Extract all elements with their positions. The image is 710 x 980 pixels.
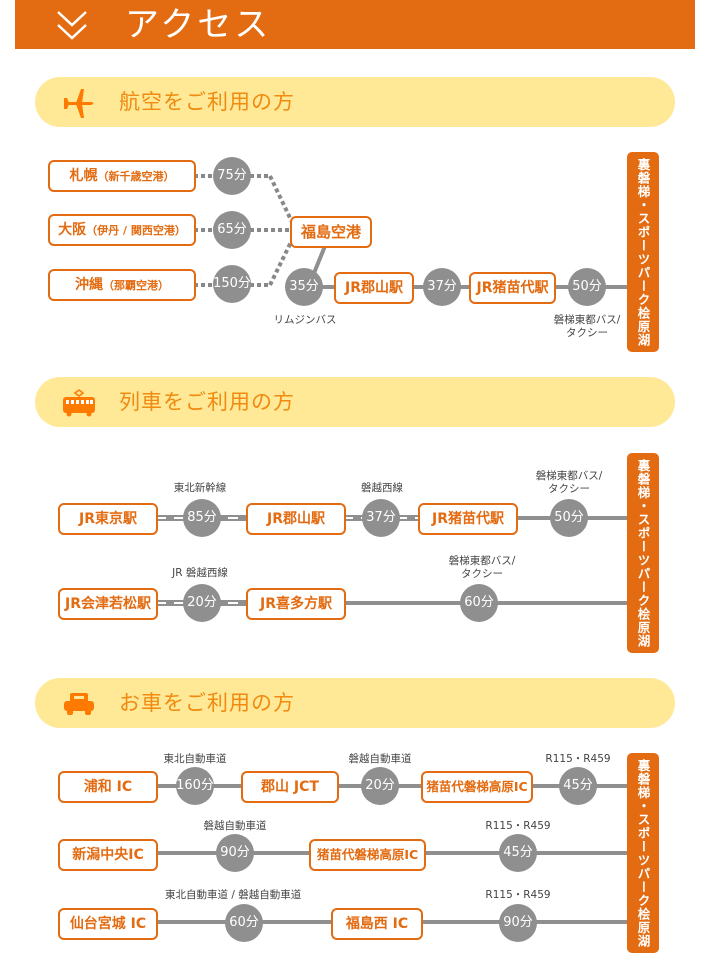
section-title: お車をご利用の方 [119, 691, 295, 715]
jct-koriyama: 郡山 JCT [241, 771, 339, 803]
road-label: 東北自動車道 [163, 753, 227, 765]
ic-sendai-miyagi: 仙台宮城 IC [58, 908, 158, 940]
section-title: 航空をご利用の方 [119, 90, 295, 114]
station-inawashiro: JR猪苗代駅 [418, 503, 518, 535]
duration-badge: 65分 [213, 211, 251, 249]
destination-label: 裏磐梯・スポーツパーク桧原湖 [627, 753, 659, 953]
line-label: JR 磐越西線 [172, 567, 228, 579]
access-header: アクセス [15, 0, 695, 49]
double-chevron-down-icon [57, 11, 87, 40]
airplane-icon [64, 89, 94, 118]
duration-badge: 50分 [550, 499, 588, 537]
duration-badge: 90分 [216, 834, 254, 872]
duration-badge: 45分 [559, 767, 597, 805]
duration-badge: 90分 [499, 904, 537, 942]
ic-urawa: 浦和 IC [58, 771, 158, 803]
page-title: アクセス [125, 5, 272, 45]
hub-fukushima-airport: 福島空港 [290, 216, 372, 248]
destination-label: 裏磐梯・スポーツパーク桧原湖 [627, 453, 659, 653]
line-label: 磐梯東都バス/タクシー [535, 470, 603, 495]
duration-badge: 45分 [499, 834, 537, 872]
ic-fukushima-nishi: 福島西 IC [331, 908, 423, 940]
section-header-air: 航空をご利用の方 [35, 77, 675, 127]
duration-badge: 150分 [213, 265, 251, 303]
section-header-car: お車をご利用の方 [35, 678, 675, 728]
duration-badge: 85分 [183, 499, 221, 537]
section-title: 列車をご利用の方 [119, 390, 295, 414]
origin-okinawa: 沖縄（那覇空港） [48, 269, 196, 301]
section-header-train: 列車をご利用の方 [35, 377, 675, 427]
destination-label: 裏磐梯・スポーツパーク桧原湖 [627, 152, 659, 352]
station-koriyama: JR郡山駅 [246, 503, 346, 535]
road-label: 東北自動車道 / 磐越自動車道 [165, 889, 302, 901]
station-aizuwakamatsu: JR会津若松駅 [58, 588, 158, 620]
duration-badge: 37分 [362, 499, 400, 537]
transport-note: リムジンバス [273, 314, 337, 326]
car-icon [64, 693, 94, 715]
duration-badge: 60分 [460, 584, 498, 622]
duration-badge: 60分 [225, 904, 263, 942]
duration-badge: 75分 [213, 157, 251, 195]
road-label: 磐越自動車道 [348, 753, 412, 765]
ic-niigata-chuo: 新潟中央IC [58, 839, 158, 871]
station-inawashiro: JR猪苗代駅 [469, 272, 556, 304]
station-tokyo: JR東京駅 [58, 503, 158, 535]
duration-badge: 20分 [361, 767, 399, 805]
air-flight-lines [194, 174, 294, 287]
line-label: 磐越西線 [361, 482, 403, 494]
ic-inawashiro-bandai: 猪苗代磐梯高原IC [421, 771, 533, 803]
origin-osaka: 大阪（伊丹 / 関西空港） [48, 214, 196, 246]
road-label: R115・R459 [485, 820, 551, 832]
duration-badge: 35分 [285, 268, 323, 306]
transport-note: 磐梯東都バス/タクシー [553, 314, 621, 339]
duration-badge: 37分 [423, 268, 461, 306]
line-label: 東北新幹線 [173, 482, 227, 494]
duration-badge: 50分 [568, 268, 606, 306]
origin-sapporo: 札幌（新千歳空港） [48, 160, 196, 192]
station-koriyama: JR郡山駅 [334, 272, 414, 304]
ic-inawashiro-bandai: 猪苗代磐梯高原IC [309, 839, 426, 871]
road-label: R115・R459 [545, 753, 611, 765]
road-label: R115・R459 [485, 889, 551, 901]
duration-badge: 20分 [183, 584, 221, 622]
line-label: 磐梯東都バス/タクシー [448, 555, 516, 580]
station-kitakata: JR喜多方駅 [246, 588, 346, 620]
duration-badge: 160分 [176, 767, 214, 805]
train-icon [63, 389, 95, 417]
road-label: 磐越自動車道 [203, 820, 267, 832]
